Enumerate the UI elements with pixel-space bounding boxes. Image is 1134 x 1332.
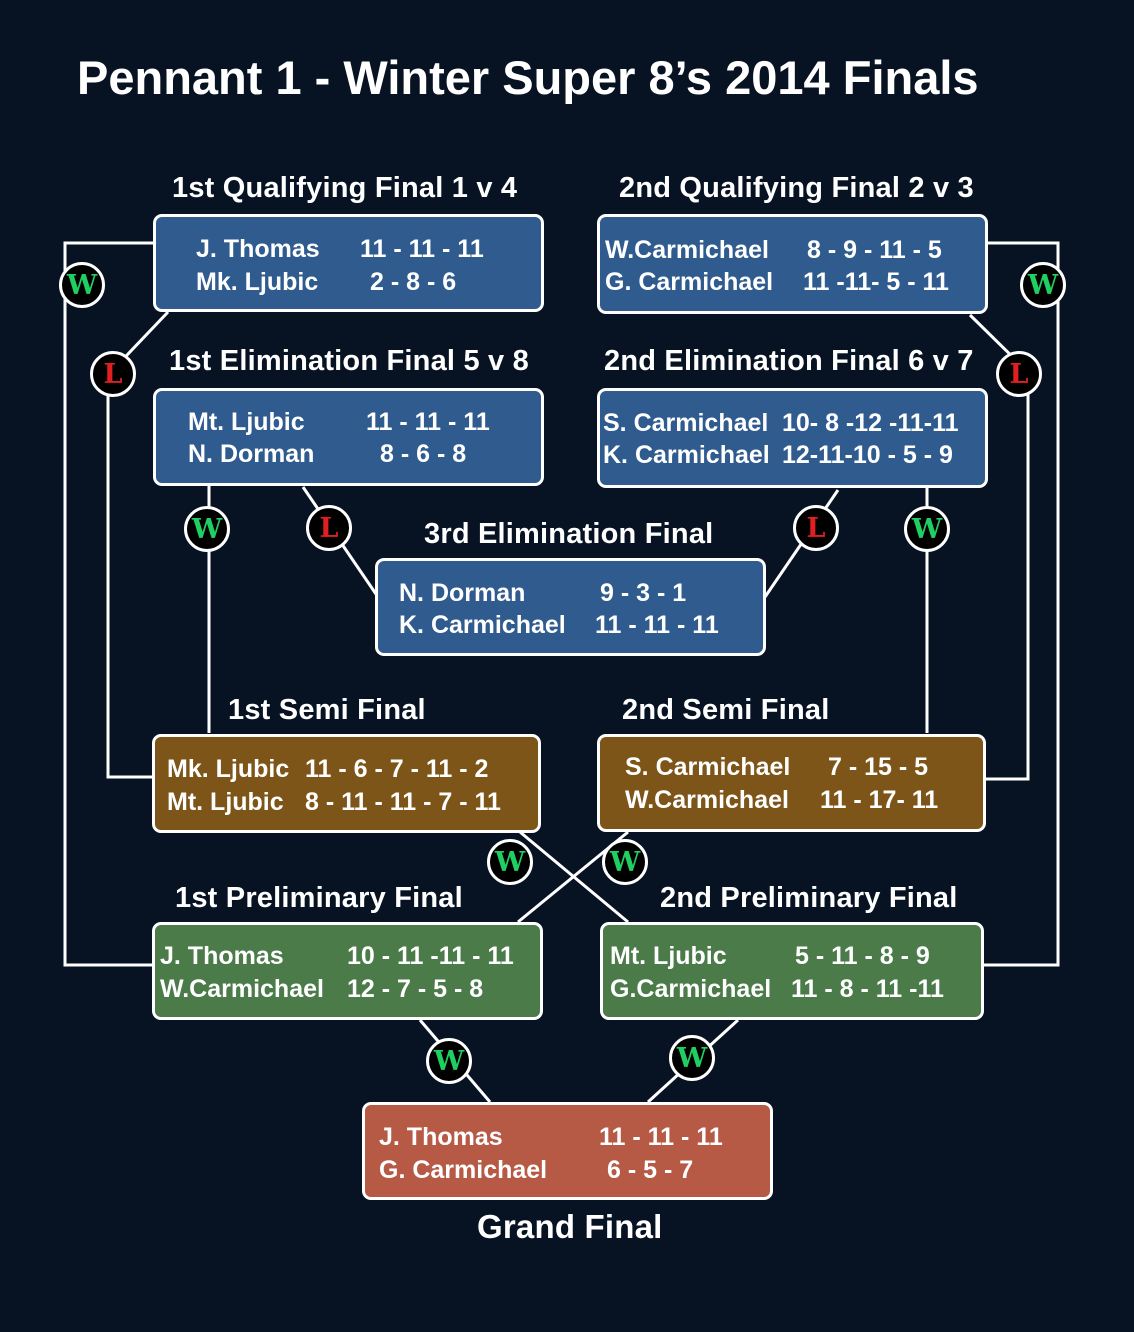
sf1-label: 1st Semi Final (228, 694, 426, 726)
connector-qf2-to-sf2 (968, 313, 1030, 781)
qf2-label: 2nd Qualifying Final 2 v 3 (619, 172, 974, 204)
player-scores: 8 - 11 - 11 - 7 - 11 (305, 788, 501, 816)
player-scores: 11 - 8 - 11 -11 (791, 975, 944, 1003)
win-badge: W (184, 506, 230, 552)
player-name: Mk. Ljubic (196, 268, 319, 296)
player-scores: 12 - 7 - 5 - 8 (347, 975, 484, 1003)
player-scores: 11 - 17- 11 (820, 786, 939, 814)
win-badge: W (59, 262, 105, 308)
player-name: G. Carmichael (379, 1156, 548, 1184)
player-name: Mk. Ljubic (167, 755, 290, 783)
win-badge: W (426, 1038, 472, 1084)
loss-badge: L (306, 505, 352, 551)
win-badge: W (602, 839, 648, 885)
pf1-label: 1st Preliminary Final (175, 882, 463, 914)
player-name: N. Dorman (188, 440, 315, 468)
connector-qf1-to-pf1 (63, 241, 155, 967)
win-badge: W (487, 839, 533, 885)
loss-badge: L (996, 351, 1042, 397)
ef2-label: 2nd Elimination Final 6 v 7 (604, 345, 974, 377)
player-scores: 6 - 5 - 7 (607, 1156, 694, 1184)
player-name: N. Dorman (399, 579, 526, 607)
player-name: Mt. Ljubic (167, 788, 284, 816)
page-title: Pennant 1 - Winter Super 8’s 2014 Finals (77, 51, 979, 104)
player-name: W.Carmichael (625, 786, 789, 814)
sf1-match-box: Mk. Ljubic 11 - 6 - 7 - 11 - 2 Mt. Ljubi… (152, 734, 541, 833)
ef2-match-box: S. Carmichael 10- 8 -12 -11-11 K. Carmic… (597, 388, 988, 488)
pf1-match-box: J. Thomas 10 - 11 -11 - 11 W.Carmichael … (152, 922, 543, 1020)
win-badge: W (1020, 262, 1066, 308)
player-scores: 11 - 11 - 11 (360, 235, 484, 263)
pf2-match-box: Mt. Ljubic 5 - 11 - 8 - 9 G.Carmichael 1… (600, 922, 984, 1020)
ef3-label: 3rd Elimination Final (424, 518, 714, 550)
gf-match-box: J. Thomas 11 - 11 - 11 G. Carmichael 6 -… (362, 1102, 773, 1200)
player-scores: 5 - 11 - 8 - 9 (795, 942, 930, 970)
player-scores: 7 - 15 - 5 (828, 753, 929, 781)
player-scores: 9 - 3 - 1 (600, 579, 687, 607)
player-scores: 10 - 11 -11 - 11 (347, 942, 514, 970)
qf1-match-box: J. Thomas 11 - 11 - 11 Mk. Ljubic 2 - 8 … (153, 214, 544, 312)
pf2-label: 2nd Preliminary Final (660, 882, 958, 914)
player-name: Mt. Ljubic (188, 408, 305, 436)
player-name: S. Carmichael (625, 753, 791, 781)
ef3-match-box: N. Dorman 9 - 3 - 1 K. Carmichael 11 - 1… (375, 558, 766, 656)
player-name: G. Carmichael (605, 268, 774, 296)
qf1-label: 1st Qualifying Final 1 v 4 (172, 172, 518, 204)
player-name: G.Carmichael (610, 975, 772, 1003)
loss-badge: L (90, 351, 136, 397)
player-scores: 8 - 6 - 8 (380, 440, 467, 468)
player-name: Mt. Ljubic (610, 942, 727, 970)
player-scores: 11 - 11 - 11 (595, 611, 719, 639)
player-name: J. Thomas (379, 1123, 503, 1151)
win-badge: W (904, 506, 950, 552)
player-name: J. Thomas (196, 235, 320, 263)
player-scores: 11 -11- 5 - 11 (803, 268, 949, 296)
sf2-match-box: S. Carmichael 7 - 15 - 5 W.Carmichael 11… (597, 734, 986, 832)
player-scores: 2 - 8 - 6 (370, 268, 457, 296)
player-name: W.Carmichael (160, 975, 324, 1003)
player-scores: 11 - 11 - 11 (366, 408, 490, 436)
ef1-match-box: Mt. Ljubic 11 - 11 - 11 N. Dorman 8 - 6 … (153, 388, 544, 486)
gf-label: Grand Final (477, 1208, 663, 1245)
win-badge: W (669, 1035, 715, 1081)
player-scores: 11 - 6 - 7 - 11 - 2 (305, 755, 489, 783)
player-name: J. Thomas (160, 942, 284, 970)
player-scores: 12-11-10 - 5 - 9 (782, 441, 953, 469)
player-scores: 11 - 11 - 11 (599, 1123, 723, 1151)
player-scores: 8 - 9 - 11 - 5 (807, 236, 942, 264)
player-name: W.Carmichael (605, 236, 769, 264)
player-name: K. Carmichael (399, 611, 566, 639)
sf2-label: 2nd Semi Final (622, 694, 830, 726)
connector-qf1-to-sf1 (106, 310, 170, 779)
player-scores: 10- 8 -12 -11-11 (782, 409, 959, 437)
loss-badge: L (793, 505, 839, 551)
qf2-match-box: W.Carmichael 8 - 9 - 11 - 5 G. Carmichae… (597, 214, 988, 314)
ef1-label: 1st Elimination Final 5 v 8 (169, 345, 529, 377)
player-name: K. Carmichael (603, 441, 770, 469)
player-name: S. Carmichael (603, 409, 769, 437)
connector-qf2-to-pf2 (982, 241, 1060, 967)
